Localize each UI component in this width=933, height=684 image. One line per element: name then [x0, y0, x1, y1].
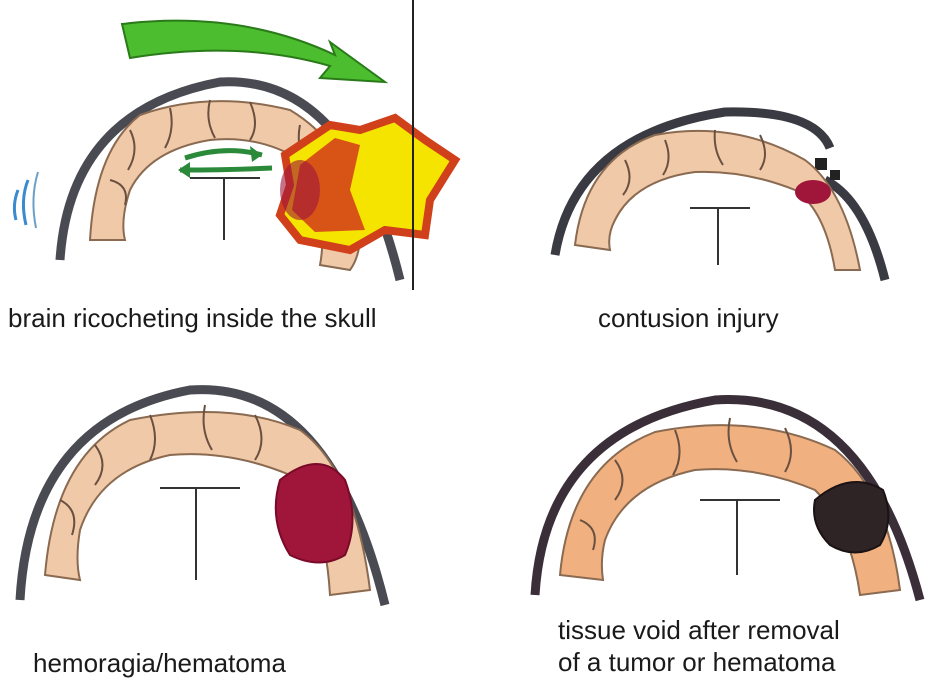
midline-marker: [160, 488, 240, 580]
arrowhead-icon: [178, 162, 190, 178]
skull-fragment: [815, 158, 827, 170]
caption-ricochet: brain ricocheting inside the skull: [8, 302, 377, 334]
panel-contusion: [515, 80, 933, 300]
midline-marker: [190, 178, 260, 240]
hemorrhage-illustration: [0, 360, 420, 615]
motion-line: [33, 172, 38, 228]
caption-hemorrhage: hemoragia/hematoma: [33, 647, 286, 679]
caption-void-line1: tissue void after removal: [558, 614, 840, 646]
motion-line: [23, 180, 28, 225]
contusion-bruise: [795, 180, 831, 204]
caption-contusion: contusion injury: [598, 302, 779, 334]
motion-arrow-icon: [122, 21, 385, 82]
ricochet-arrow-icon: [180, 168, 272, 170]
skull-fragment: [830, 170, 840, 180]
arrowhead-icon: [250, 146, 262, 162]
tissue-void: [814, 482, 888, 553]
hematoma: [276, 464, 353, 563]
panel-ricochet: [0, 0, 470, 290]
panel-hemorrhage: [0, 360, 420, 615]
void-illustration: [515, 360, 933, 620]
midline-marker: [690, 208, 750, 265]
caption-void-line2: of a tumor or hematoma: [558, 646, 835, 678]
contusion-illustration: [515, 80, 933, 300]
ricochet-arrow-icon: [185, 151, 262, 158]
panel-void: [515, 360, 933, 620]
midline-marker: [700, 500, 780, 575]
ricochet-illustration: [0, 0, 470, 290]
motion-line: [14, 190, 18, 220]
bruise: [280, 160, 320, 220]
